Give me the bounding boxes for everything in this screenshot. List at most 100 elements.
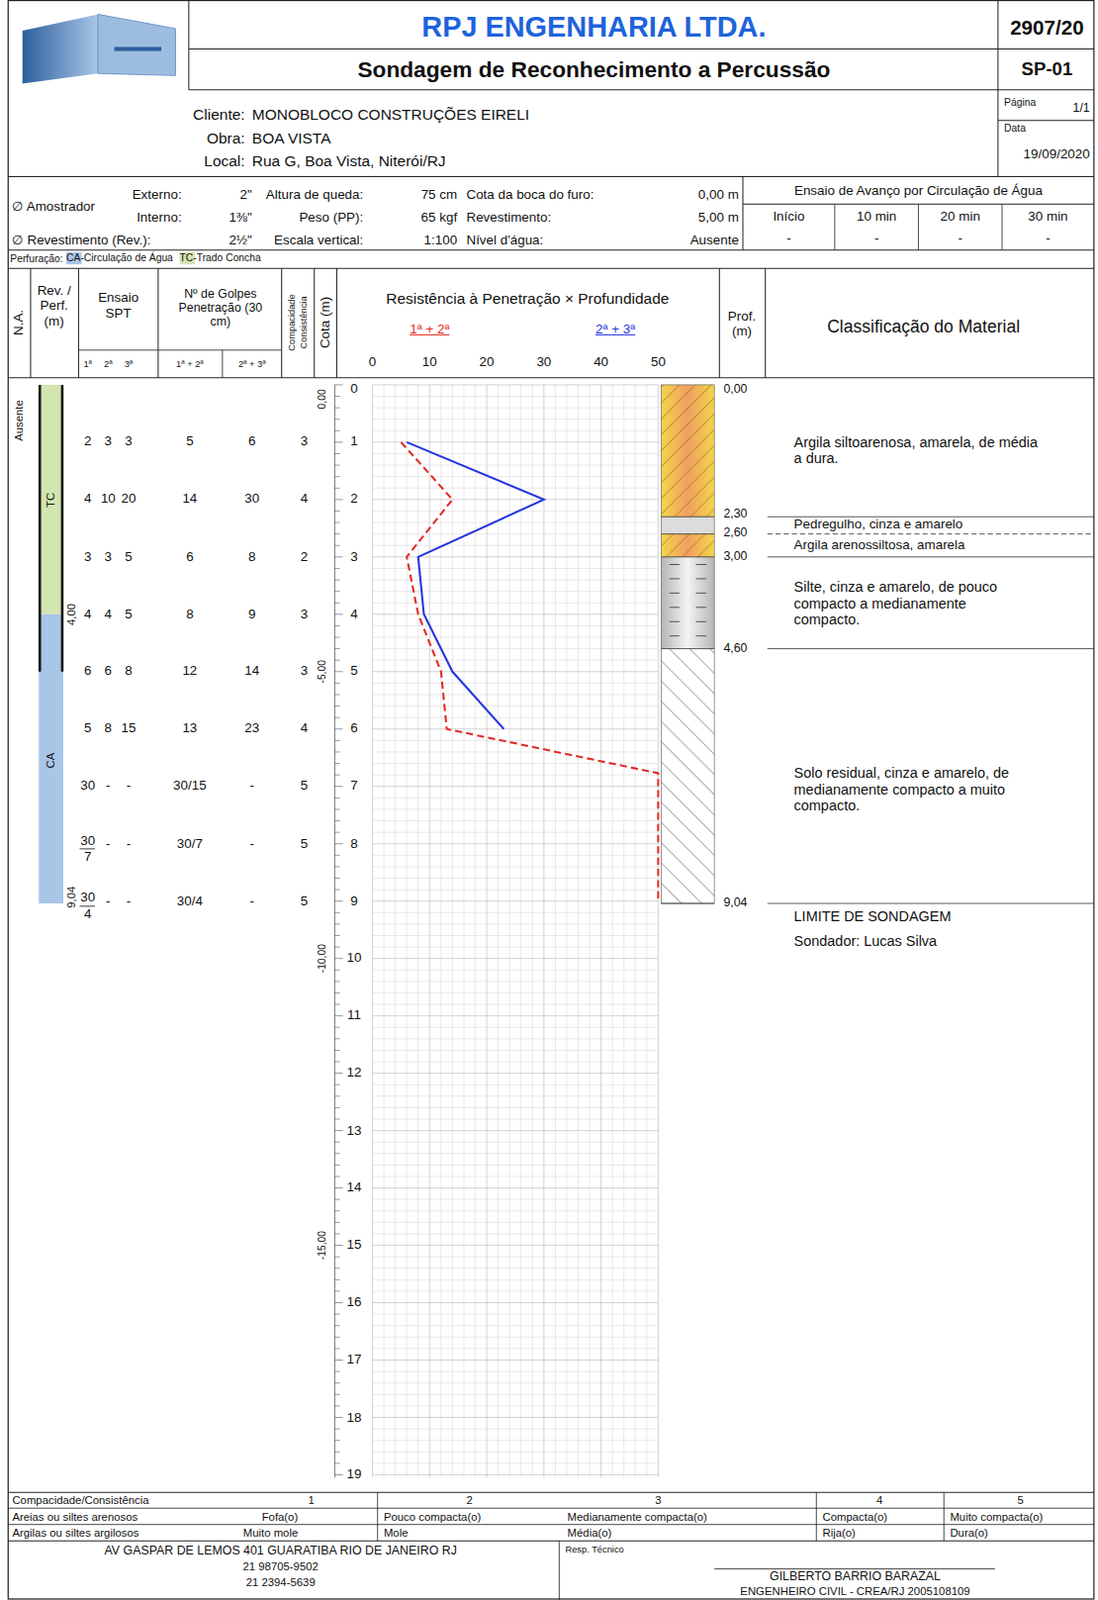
depth-tick	[334, 1026, 340, 1028]
label-text: 4	[84, 906, 92, 921]
grid-line	[372, 728, 659, 730]
depth-tick	[334, 1289, 340, 1291]
label-text: -	[786, 231, 791, 247]
label-text: -15,00	[316, 1230, 329, 1260]
label-text: 8	[104, 721, 112, 736]
grid-line	[452, 384, 454, 1477]
label-text: 8	[124, 663, 132, 679]
label-text: -	[105, 778, 110, 794]
grid-line	[372, 1347, 659, 1349]
depth-tick	[334, 728, 343, 730]
grid-line	[554, 384, 556, 1477]
grid-line	[372, 510, 659, 512]
label-text: Classificação do Material	[826, 316, 1020, 337]
grid-line	[372, 750, 659, 752]
rule-line	[7, 1491, 1095, 1493]
depth-tick	[334, 1118, 340, 1120]
label-text: 2ª + 3ª	[595, 322, 636, 338]
depth-tick	[334, 602, 340, 604]
rule-line	[280, 268, 282, 377]
rule-line	[376, 1491, 378, 1541]
depth-tick	[334, 934, 340, 936]
depth-tick	[334, 1393, 340, 1395]
label-text: 30	[80, 778, 95, 794]
label-text: 30	[244, 491, 260, 507]
depth-tick	[334, 1072, 343, 1074]
label-text: 2	[350, 491, 358, 507]
label-text: Local:	[203, 151, 245, 170]
label-text: -	[126, 778, 131, 794]
depth-tick	[334, 464, 340, 466]
grid-line	[372, 567, 659, 569]
label-text: 8	[248, 549, 256, 564]
grid-line	[600, 384, 602, 1477]
depth-tick	[334, 1084, 340, 1086]
label-text: Areias ou siltes arenosos	[11, 1509, 138, 1523]
label-text: 5	[84, 721, 92, 736]
label-text: 3	[104, 549, 112, 564]
company-title: RPJ ENGENHARIA LTDA.	[421, 10, 766, 44]
grid-line	[372, 430, 659, 432]
depth-tick	[334, 1129, 343, 1131]
label-text: ∅ Revestimento (Rev.):	[11, 233, 151, 249]
label-text: Rua G, Boa Vista, Niterói/RJ	[252, 151, 447, 170]
label-text: GILBERTO BARRIO BARAZAL	[769, 1569, 941, 1584]
grid-line	[372, 407, 659, 409]
label-text: 20	[479, 355, 495, 370]
label-text: 1:100	[424, 233, 458, 249]
label-text: Cota da boca do furo:	[465, 186, 594, 202]
label-text: Pouco compacta(o)	[383, 1509, 481, 1523]
label-text: 4	[84, 491, 92, 507]
label-text: 10 min	[856, 209, 897, 225]
label-text: 7	[350, 778, 358, 794]
depth-tick	[334, 441, 343, 443]
depth-tick	[334, 1037, 340, 1039]
grid-line	[372, 1371, 659, 1373]
label-text: 0,00 m	[698, 186, 739, 202]
label-text: 4,60	[723, 640, 747, 655]
clay-stratum	[660, 534, 715, 557]
grid-line	[372, 831, 659, 833]
label-text: Argilas ou siltes argilosos	[11, 1525, 139, 1539]
description-text: Silte, cinza e amarelo, de pouco compact…	[794, 578, 1029, 629]
grid-line	[372, 808, 659, 810]
rule-line	[221, 350, 223, 378]
depth-tick	[334, 1049, 340, 1051]
label-text: 6	[104, 663, 112, 679]
rule-line	[187, 0, 189, 91]
company-logo	[22, 13, 98, 84]
label-text: Data	[1004, 122, 1026, 135]
grid-line	[371, 384, 373, 1477]
label-text: Compacidade	[286, 293, 298, 351]
depth-tick	[334, 842, 343, 844]
depth-tick	[334, 854, 340, 856]
depth-tick	[334, 750, 340, 752]
depth-tick	[334, 383, 343, 385]
label-text: Mole	[383, 1525, 409, 1539]
depth-tick	[334, 1451, 340, 1453]
label-text: 4	[350, 606, 358, 622]
depth-tick	[334, 1256, 340, 1258]
label-text: 12	[182, 663, 197, 679]
label-text: 2"	[240, 186, 253, 202]
grid-line	[372, 717, 659, 719]
label-text: Interno:	[136, 210, 182, 226]
label-text: Resp. Técnico	[565, 1544, 625, 1556]
label-text: Cliente:	[192, 105, 245, 124]
grid-line	[372, 1336, 659, 1338]
grid-line	[635, 384, 637, 1477]
rule-line	[997, 0, 999, 177]
label-text: 18	[347, 1409, 363, 1425]
label-text: 2907/20	[1009, 15, 1085, 40]
depth-tick	[334, 567, 340, 569]
casing-line	[61, 384, 65, 672]
grid-line	[532, 384, 534, 1477]
grid-line	[372, 1026, 659, 1028]
grid-line	[462, 384, 464, 1477]
label-text: 4	[104, 606, 112, 622]
label-text: 7	[84, 848, 92, 864]
depth-tick	[334, 407, 340, 409]
label-text: 9,04	[65, 886, 79, 909]
grid-line	[372, 1118, 659, 1120]
rule-line	[7, 1507, 1095, 1509]
